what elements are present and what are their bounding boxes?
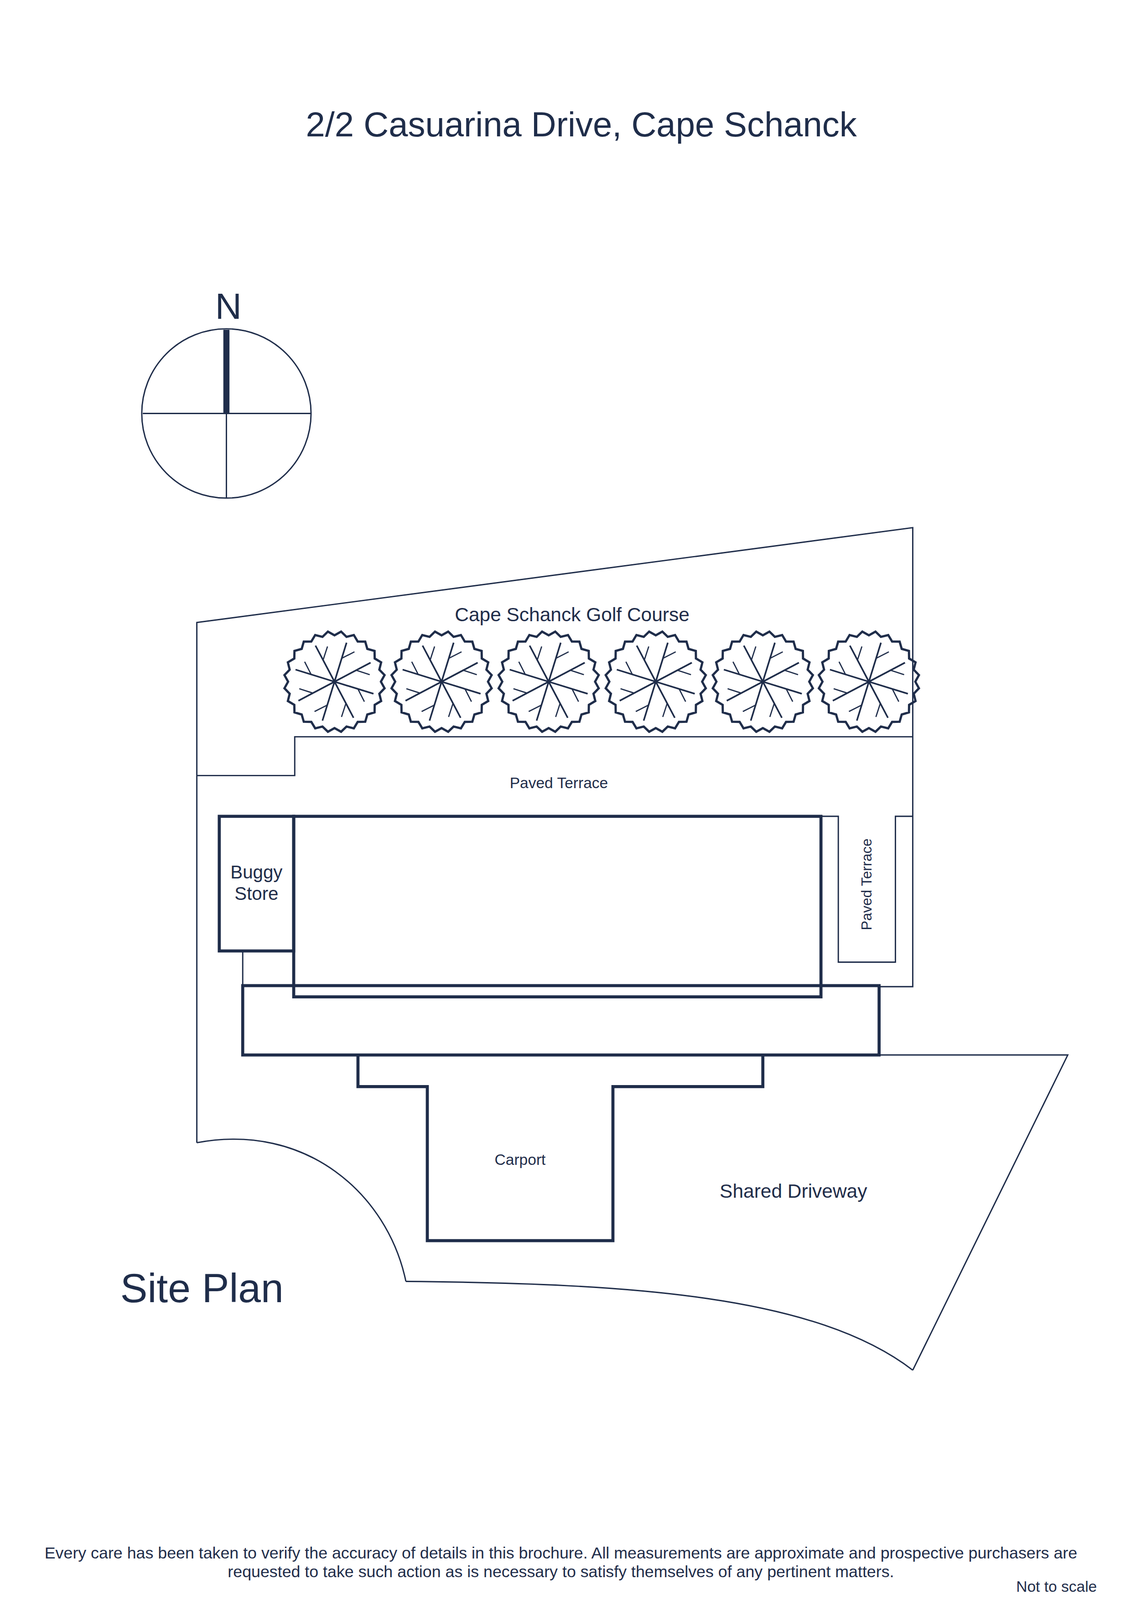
area-label: Paved Terrace [509,774,609,793]
plan-heading: Site Plan [120,1264,284,1312]
north-compass [141,328,312,499]
north-label: N [215,285,242,328]
tree-symbol [605,631,706,732]
area-label: Cape Schanck Golf Course [454,603,690,627]
tree-symbol [712,631,813,732]
area-label: Paved Terrace [858,838,876,930]
tree-symbol [498,631,599,732]
store-room: Buggy Store [219,815,294,951]
scale-note: Not to scale [1016,1577,1097,1596]
tree-row [284,631,919,732]
node-label: Buggy Store [223,861,291,905]
tree-symbol [284,631,385,732]
carport-area: Carport [427,1086,613,1241]
node-label: Carport [430,1151,610,1169]
area-label: Shared Driveway [719,1180,867,1203]
tree-symbol [391,631,492,732]
page-title: 2/2 Casuarina Drive, Cape Schanck [305,104,857,145]
lot-boundary [197,527,1069,1370]
building-outline [219,816,880,1241]
disclaimer-note: Every care has been taken to verify the … [7,1543,1115,1582]
tree-symbol [819,631,919,732]
